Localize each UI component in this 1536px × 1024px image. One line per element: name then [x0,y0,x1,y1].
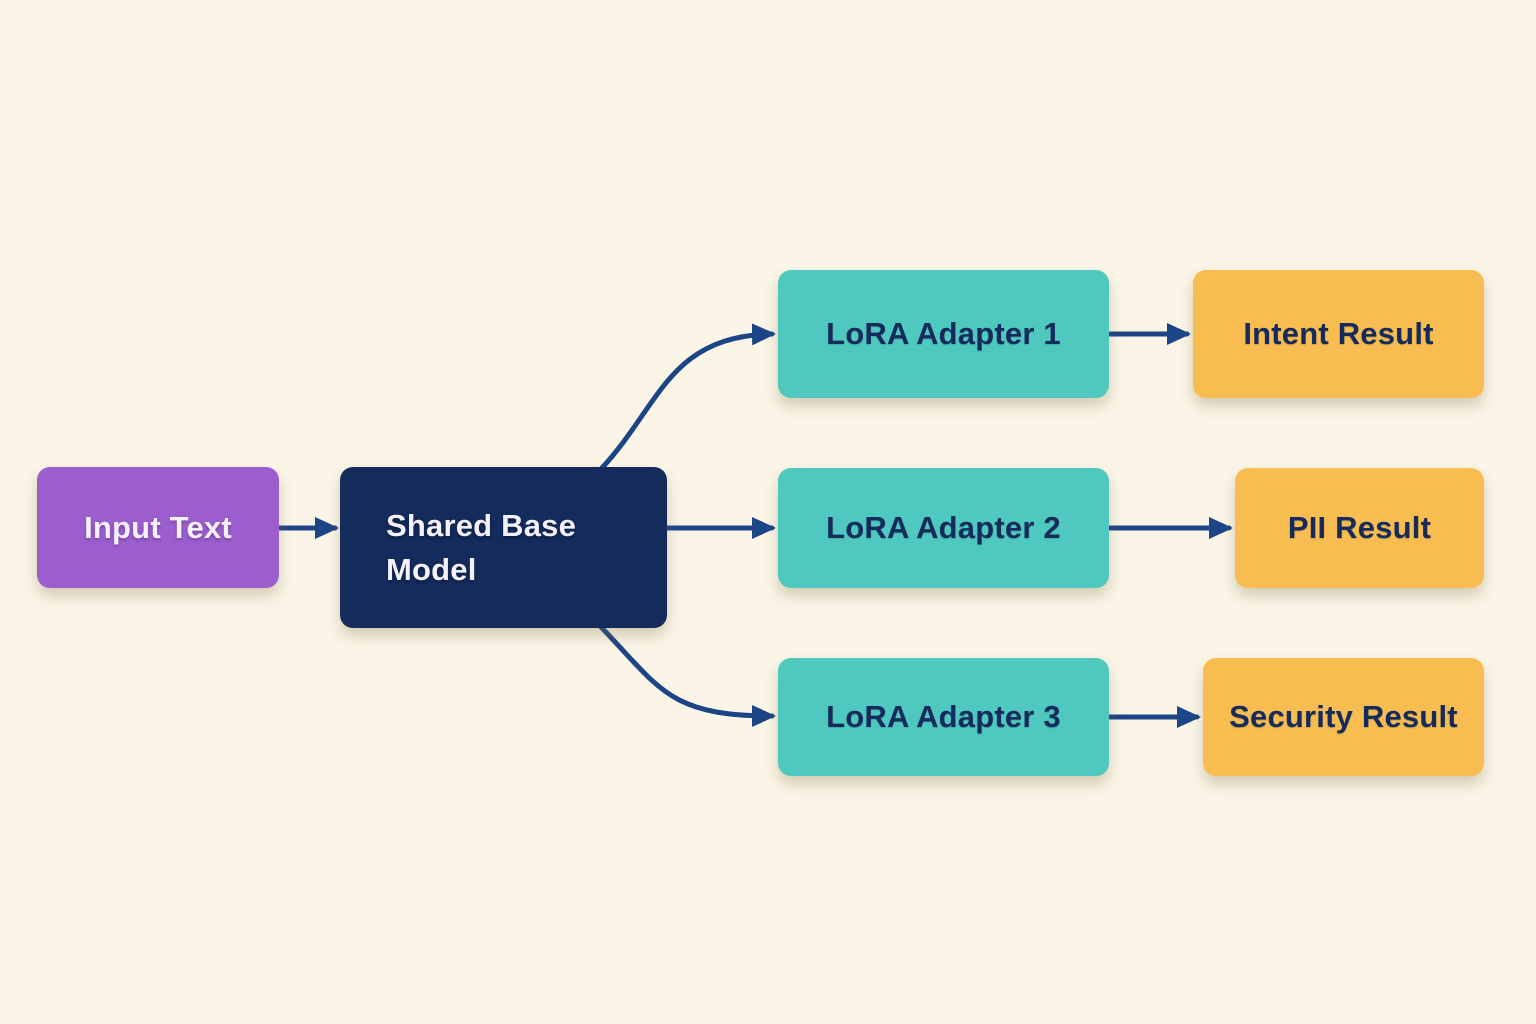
node-lora-adapter-2: LoRA Adapter 2 [778,468,1109,588]
edge-base-to-adapter1 [598,323,776,472]
node-lora-adapter-1: LoRA Adapter 1 [778,270,1109,398]
node-shared-base-model: Shared Base Model [340,467,667,628]
node-pii-result-label: PII Result [1287,510,1432,545]
node-input-text-label: Input Text [84,509,232,545]
node-security-result-label: Security Result [1229,699,1458,734]
node-intent-result: Intent Result [1193,270,1484,398]
node-intent-result-label: Intent Result [1243,316,1434,351]
node-shared-base-model-label: Shared Base Model [386,507,577,587]
node-security-result: Security Result [1203,658,1484,776]
node-lora-adapter-3: LoRA Adapter 3 [778,658,1109,776]
node-pii-result: PII Result [1235,468,1484,588]
edge-base-to-adapter3 [598,624,776,727]
node-lora-adapter-3-label: LoRA Adapter 3 [826,699,1061,734]
node-lora-adapter-1-label: LoRA Adapter 1 [826,316,1061,351]
node-lora-adapter-2-label: LoRA Adapter 2 [826,510,1061,545]
node-input-text: Input Text [37,467,279,588]
